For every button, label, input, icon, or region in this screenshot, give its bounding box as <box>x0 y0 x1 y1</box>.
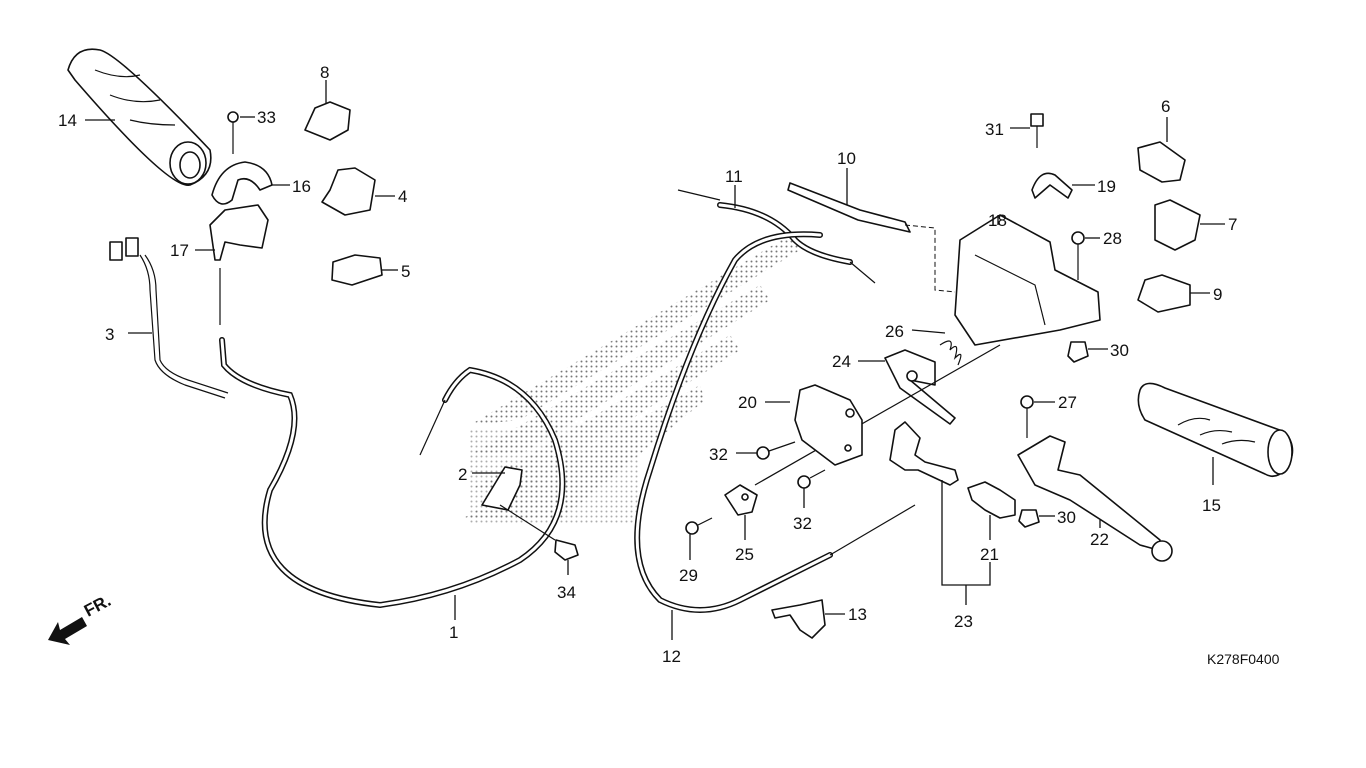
label-7: 7 <box>1228 215 1237 234</box>
part-24-lock-lever[interactable]: 24 <box>832 349 956 425</box>
front-direction-indicator: FR. <box>48 591 114 645</box>
label-19: 19 <box>1097 177 1116 196</box>
label-30-upper: 30 <box>1110 341 1129 360</box>
label-27: 27 <box>1058 393 1077 412</box>
label-13: 13 <box>848 605 867 624</box>
label-21: 21 <box>980 545 999 564</box>
label-33: 33 <box>257 108 276 127</box>
label-3: 3 <box>105 325 114 344</box>
part-9-switch[interactable]: 9 <box>1137 274 1222 313</box>
part-4-switch[interactable]: 4 <box>321 167 407 216</box>
part-25-plate[interactable]: 25 <box>724 484 758 564</box>
part-31-bolt[interactable]: 31 <box>985 113 1044 148</box>
part-20-cover-plate[interactable]: 20 <box>738 384 863 466</box>
label-18: 18 <box>988 211 1007 230</box>
part-28-pivot-bolt[interactable]: 28 <box>1071 229 1122 280</box>
part-13-cable-bracket[interactable]: 13 <box>771 599 867 639</box>
label-17: 17 <box>170 241 189 260</box>
part-33-screw[interactable]: 33 <box>227 108 276 154</box>
front-arrow-icon <box>48 617 87 645</box>
part-17-throttle-housing-lower[interactable]: 17 <box>170 204 269 261</box>
part-16-throttle-housing-upper[interactable]: 16 <box>211 161 311 205</box>
label-34: 34 <box>557 583 576 602</box>
label-2: 2 <box>458 465 467 484</box>
label-20: 20 <box>738 393 757 412</box>
label-5: 5 <box>401 262 410 281</box>
label-15: 15 <box>1202 496 1221 515</box>
part-10-wire-lead[interactable]: 10 <box>787 149 956 293</box>
part-2-cable-clamp[interactable]: 2 <box>458 465 523 511</box>
label-9: 9 <box>1213 285 1222 304</box>
part-32-screw-lower[interactable]: 32 <box>793 469 826 533</box>
part-27-pivot-bolt[interactable]: 27 <box>1020 393 1077 438</box>
label-4: 4 <box>398 187 407 206</box>
part-14-left-grip[interactable]: 14 <box>58 48 212 186</box>
label-30-lower: 30 <box>1057 508 1076 527</box>
part-34-bolt[interactable]: 34 <box>499 504 579 602</box>
label-32-lower: 32 <box>793 514 812 533</box>
label-24: 24 <box>832 352 851 371</box>
label-1: 1 <box>449 623 458 642</box>
part-7-switch[interactable]: 7 <box>1154 199 1237 251</box>
label-8: 8 <box>320 63 329 82</box>
front-label: FR. <box>81 591 114 621</box>
part-11-brake-cable[interactable]: 11 <box>677 167 876 284</box>
part-23-equalizer-assembly[interactable]: 23 <box>889 421 991 631</box>
part-12-brake-cable[interactable]: 12 <box>634 231 916 666</box>
part-21-adjuster-boot[interactable]: 21 <box>967 481 1016 564</box>
label-22: 22 <box>1090 530 1109 549</box>
label-25: 25 <box>735 545 754 564</box>
label-10: 10 <box>837 149 856 168</box>
part-1-throttle-cable[interactable]: 1 <box>219 268 566 642</box>
part-18-lever-bracket[interactable]: 18 <box>954 211 1101 346</box>
part-29-knob[interactable]: 29 <box>679 517 713 585</box>
label-6: 6 <box>1161 97 1170 116</box>
part-30-nut[interactable]: 30 <box>1067 341 1129 363</box>
label-28: 28 <box>1103 229 1122 248</box>
label-23: 23 <box>954 612 973 631</box>
part-6-switch[interactable]: 6 <box>1137 97 1186 183</box>
label-26: 26 <box>885 322 904 341</box>
part-5-switch[interactable]: 5 <box>331 254 410 286</box>
label-12: 12 <box>662 647 681 666</box>
label-14: 14 <box>58 111 77 130</box>
figure-code: K278F0400 <box>1207 651 1280 667</box>
label-11: 11 <box>725 167 743 186</box>
part-26-spring[interactable]: 26 <box>885 322 962 366</box>
part-32-screw-upper[interactable]: 32 <box>709 441 796 464</box>
part-30-nut-lower[interactable]: 30 <box>1018 508 1076 528</box>
part-8-switch[interactable]: 8 <box>304 63 351 141</box>
label-31: 31 <box>985 120 1004 139</box>
part-19-clamp[interactable]: 19 <box>1031 172 1116 199</box>
part-15-right-grip[interactable]: 15 <box>1137 382 1294 515</box>
part-22-brake-lever[interactable]: 22 <box>1017 435 1173 562</box>
label-29: 29 <box>679 566 698 585</box>
label-32-upper: 32 <box>709 445 728 464</box>
label-16: 16 <box>292 177 311 196</box>
part-3-wire-harness[interactable]: 3 <box>105 237 229 399</box>
